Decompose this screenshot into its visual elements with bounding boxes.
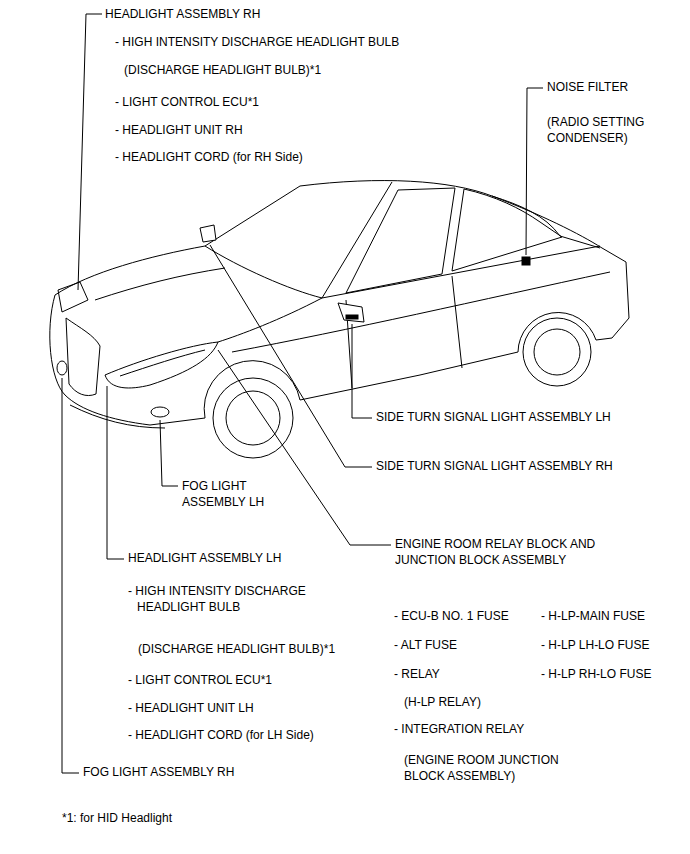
mirror-lh [338,303,364,322]
rear-wheel [523,318,591,386]
part-label: SIDE TURN SIGNAL LIGHT ASSEMBLY LH [376,410,611,425]
fog-light-lh [151,407,169,417]
part-label: ENGINE ROOM RELAY BLOCK AND JUNCTION BLO… [395,536,635,568]
sub-part-label: - LIGHT CONTROL ECU*1 [115,95,259,110]
fuse-label: - ALT FUSE [394,638,457,653]
noise-filter [522,257,530,265]
part-label: HEADLIGHT ASSEMBLY LH [128,551,281,566]
character-line [232,272,610,352]
sub-part-label: - HEADLIGHT UNIT LH [128,701,254,716]
leader-line [160,420,178,486]
side-turn-lh [346,315,358,319]
sub-part-label: (H-LP RELAY) [404,695,481,710]
hood-edge [218,298,322,342]
sub-part-label: - HEADLIGHT UNIT RH [115,123,243,138]
rear-door-line [452,276,462,368]
fuse-label: - H-LP LH-LO FUSE [541,638,649,653]
sub-part-label: (ENGINE ROOM JUNCTION BLOCK ASSEMBLY) [404,752,586,784]
leader-line [526,88,543,255]
sub-part-label: - HIGH INTENSITY DISCHARGE HEADLIGHT BUL… [128,583,352,615]
mirror-rh [200,225,216,242]
footnote: *1: for HID Headlight [62,811,172,826]
rear-rim [534,329,580,375]
part-label: FOG LIGHT ASSEMBLY RH [83,765,234,780]
leader-line [218,350,391,545]
cowl-line [205,246,322,298]
a-pillar [322,182,392,298]
sub-part-label: (RADIO SETTING CONDENSER) [547,114,665,146]
sub-part-label: - HEADLIGHT CORD (for RH Side) [115,150,303,165]
headlight-lh [105,342,218,388]
sub-part-label: - LIGHT CONTROL ECU*1 [128,673,272,688]
front-door-window [346,188,455,293]
part-label: HEADLIGHT ASSEMBLY RH [105,7,260,22]
relay-label: - RELAY [394,667,440,682]
rear-door-window [452,189,562,271]
sub-part-label: (DISCHARGE HEADLIGHT BULB)*1 [138,642,335,657]
fuse-label: - H-LP-MAIN FUSE [541,609,645,624]
headlight-rh [58,282,88,312]
sub-part-label: - HIGH INTENSITY DISCHARGE HEADLIGHT BUL… [115,35,399,50]
car-body [50,181,629,425]
leader-line [107,386,124,559]
fuse-label: - ECU-B NO. 1 FUSE [394,609,509,624]
front-wheel [213,378,293,458]
leader-line [210,245,372,467]
part-label: SIDE TURN SIGNAL LIGHT ASSEMBLY RH [376,459,613,474]
headlight-lh-detail [120,350,205,376]
part-label: NOISE FILTER [547,80,628,95]
relay-label: - INTEGRATION RELAY [394,722,524,737]
fuse-label: - H-LP RH-LO FUSE [541,667,651,682]
sub-part-label: - HEADLIGHT CORD (for LH Side) [128,728,314,743]
sub-part-label: (DISCHARGE HEADLIGHT BULB)*1 [124,63,321,78]
bumper-line [70,405,165,428]
belt-line [322,246,600,298]
leader-line [62,378,79,773]
hood-crease [95,268,225,300]
leader-line [352,324,372,418]
trunk-line [560,236,600,248]
part-label: FOG LIGHT ASSEMBLY LH [182,478,277,510]
grille [66,318,100,396]
fog-light-rh [57,361,67,375]
leader-line [78,14,102,290]
front-rim [226,391,280,445]
